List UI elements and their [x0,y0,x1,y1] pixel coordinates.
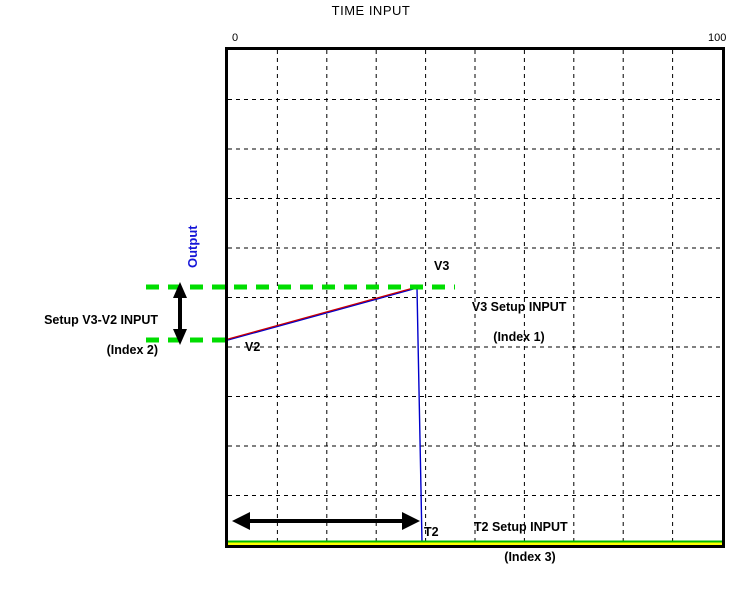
t2-setup-annotation: T2 Setup INPUT (Index 3) [460,505,660,595]
output-span-double-arrow [173,282,187,345]
output-axis-label: Output [185,225,200,268]
v3-setup-line1: V3 Setup INPUT [471,300,567,314]
setup-v3-v2-line1: Setup V3-V2 INPUT [44,313,158,327]
x-axis-max-tick-label: 100 [708,32,727,44]
setup-v3-v2-annotation: Setup V3-V2 INPUT (Index 2) [8,298,158,388]
v3-setup-line2: (Index 1) [493,330,545,344]
setup-v3-v2-line2: (Index 2) [106,343,158,357]
t2-setup-line2: (Index 3) [504,550,556,564]
waveform-series [228,286,423,544]
page-title: TIME INPUT [331,3,411,18]
label-t2: T2 [424,525,439,539]
x-axis-min-tick-label: 0 [232,32,239,44]
label-v2: V2 [245,340,261,354]
t2-setup-line1: T2 Setup INPUT [473,520,568,534]
v3-setup-annotation: V3 Setup INPUT (Index 1) [458,285,658,375]
label-v3: V3 [434,259,450,273]
baseline-trace [228,540,722,545]
diagram-canvas: TIME INPUT 0 100 [8,3,727,564]
